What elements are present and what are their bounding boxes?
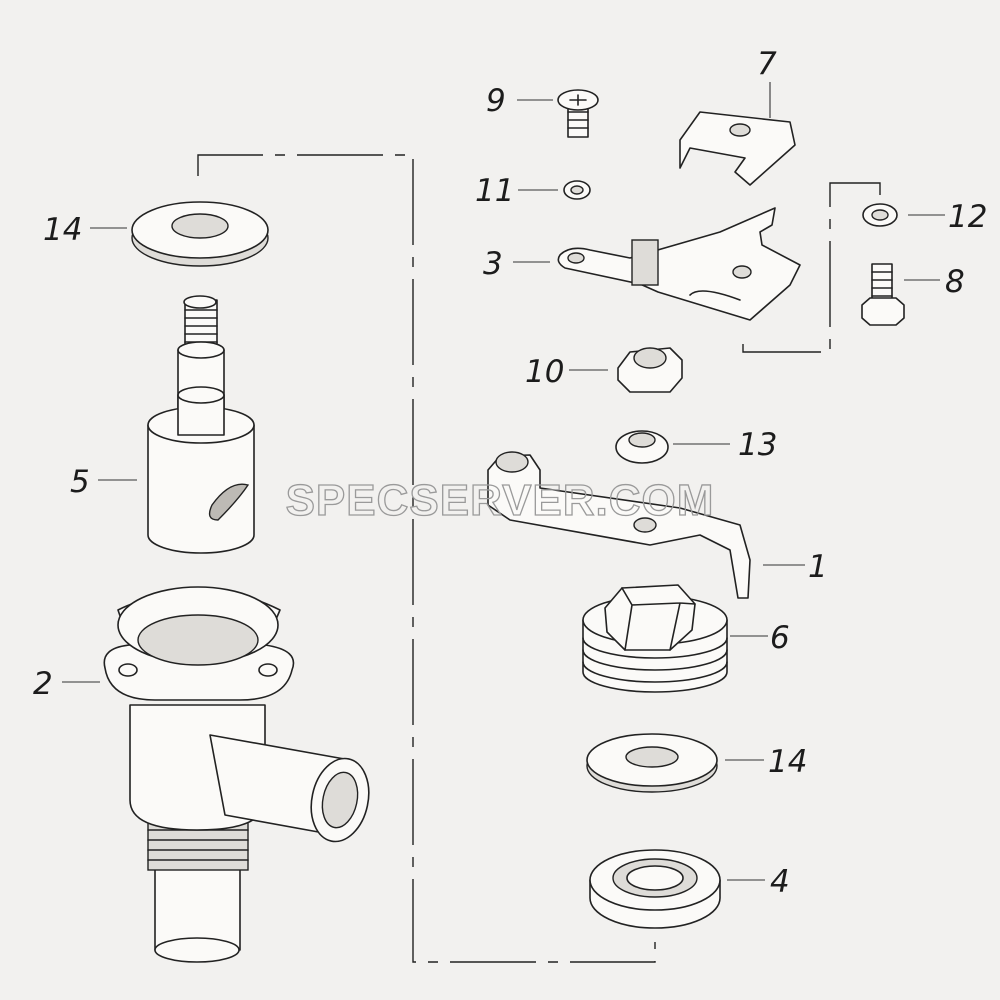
part-14-top-washer — [131, 201, 269, 267]
callout-11: 11 — [475, 173, 514, 209]
callout-12: 12 — [948, 199, 987, 235]
callout-2: 2 — [33, 666, 53, 702]
callout-14-bottom: 14 — [768, 744, 807, 780]
part-7-clamp — [679, 111, 796, 186]
callout-3: 3 — [483, 246, 503, 282]
callout-13: 13 — [738, 427, 777, 463]
part-4-seal — [589, 849, 721, 929]
callout-6: 6 — [770, 620, 790, 656]
assembly-bracket-left — [197, 154, 656, 963]
callout-4: 4 — [770, 864, 790, 900]
part-12-washer — [862, 203, 898, 227]
part-3-bracket-plate — [557, 207, 801, 321]
callout-8: 8 — [945, 264, 965, 300]
assembly-bracket-right — [742, 182, 881, 353]
part-11-lock-washer — [563, 180, 591, 200]
part-2-valve-body — [103, 586, 370, 963]
part-14-lower-washer — [586, 733, 718, 793]
leader-lines — [62, 82, 945, 881]
callout-1: 1 — [808, 549, 828, 585]
part-10-nut — [617, 347, 683, 393]
callout-10: 10 — [525, 354, 564, 390]
part-8-bolt — [861, 263, 905, 326]
part-6-threaded-plug — [582, 584, 728, 693]
watermark: SPECSERVER.COM — [286, 476, 715, 525]
callout-14-top: 14 — [43, 212, 82, 248]
callout-labels: 9 7 11 12 3 8 14 10 13 5 1 6 2 14 4 — [33, 46, 987, 900]
callout-9: 9 — [486, 83, 506, 119]
callout-5: 5 — [70, 464, 90, 500]
part-9-screw — [557, 89, 599, 138]
callout-7: 7 — [757, 46, 777, 82]
part-5-valve-plug — [147, 295, 255, 554]
part-1-lever — [487, 451, 751, 599]
part-13-spring-washer — [615, 430, 669, 464]
